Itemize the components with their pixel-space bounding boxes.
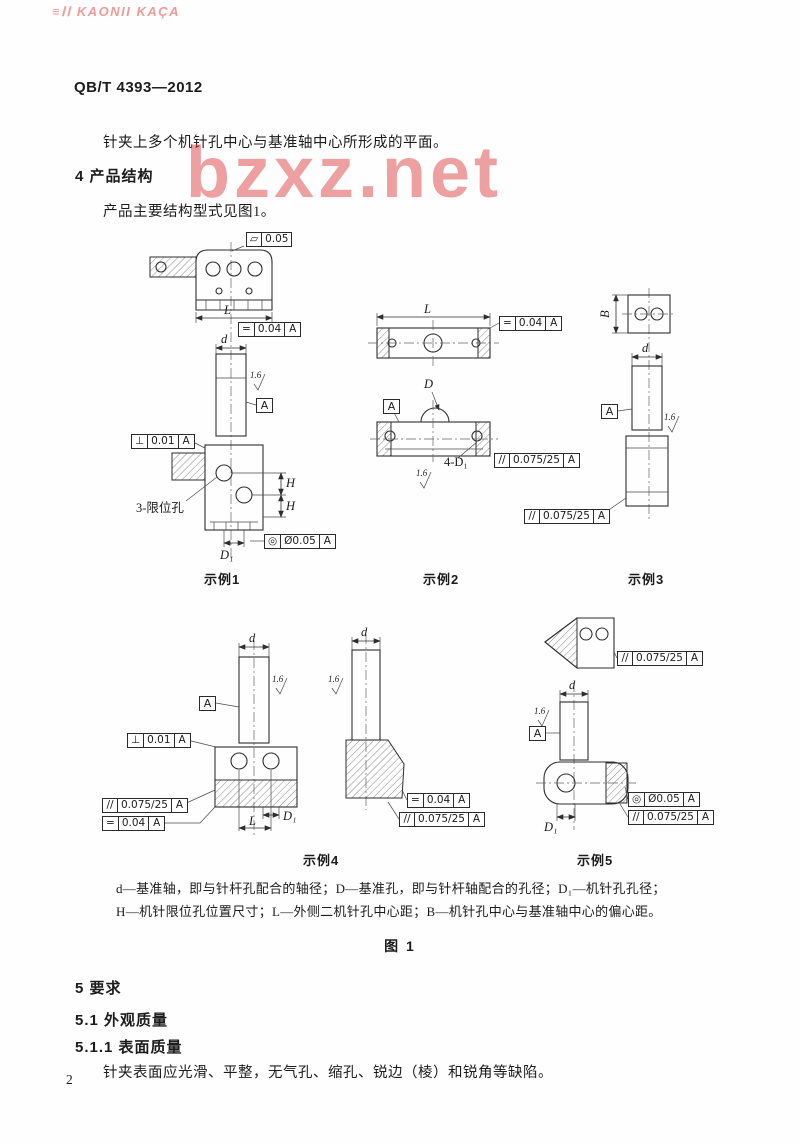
section-5-heading: 5 要求 <box>75 980 122 997</box>
dim-label-D1: D₁ <box>543 820 557 834</box>
example-1-label: 示例1 <box>204 572 241 587</box>
example-5-label: 示例5 <box>577 853 614 868</box>
example-5-drawing: d 1.6 D₁ <box>534 617 636 834</box>
dim-label-H: H <box>285 499 296 513</box>
section-4-heading: 4 产品结构 <box>75 168 154 185</box>
figure-1-drawing: L d 1.6 <box>149 242 680 836</box>
roughness-mark: 1.6 <box>664 412 680 433</box>
dim-label-d: d <box>249 631 256 645</box>
dim-label-H: H <box>285 476 296 490</box>
paragraph-structure: 产品主要结构型式见图1。 <box>103 204 276 220</box>
parallelism-icon: // <box>102 798 118 813</box>
section-5-1-1-heading: 5.1.1 表面质量 <box>75 1039 183 1056</box>
concentricity-icon: ◎ <box>264 534 282 549</box>
roughness-mark: 1.6 <box>416 468 432 489</box>
roughness-mark: 1.6 <box>328 674 344 695</box>
dim-label-D1: D₁ <box>219 548 233 562</box>
dim-label-L: L <box>223 303 231 317</box>
dim-label-D1: D₁ <box>282 809 296 823</box>
parallelism-icon: // <box>628 810 644 825</box>
symmetry-icon: = <box>102 816 119 831</box>
example-2-drawing: L D <box>368 302 500 489</box>
roughness-mark: 1.6 <box>534 706 550 727</box>
label-four-needle-holes: 4-D₁ <box>444 455 468 469</box>
example-1-drawing: L d 1.6 <box>149 242 296 562</box>
figure-caption-line1: d—基准轴，即与针杆孔配合的轴径；D—基准孔，即与针杆轴配合的孔径；D₁—机针孔… <box>116 881 666 896</box>
paragraph-plane: 针夹上多个机针孔中心与基准轴中心所形成的平面。 <box>103 135 448 151</box>
perpendicularity-icon: ⊥ <box>127 733 145 748</box>
paragraph-surface-quality: 针夹表面应光滑、平整，无气孔、缩孔、锐边（棱）和锐角等缺陷。 <box>103 1065 553 1081</box>
dim-label-d: d <box>642 341 649 355</box>
perpendicularity-icon: ⊥ <box>131 434 149 449</box>
dim-label-D: D <box>423 377 433 391</box>
page-number: 2 <box>66 1072 73 1087</box>
standard-code: QB/T 4393—2012 <box>74 79 203 96</box>
svg-text:1.6: 1.6 <box>416 468 428 478</box>
svg-text:1.6: 1.6 <box>664 412 676 422</box>
watermark-small: ≡ⅠⅠ KAONII KAÇA <box>52 4 181 19</box>
parallelism-icon: // <box>494 453 510 468</box>
dim-label-d: d <box>569 678 576 692</box>
example-4-drawing: d 1.6 D₁ L <box>162 625 408 836</box>
dim-label-B: B <box>598 310 612 318</box>
fcf-flatness: ▱0.05 <box>246 232 293 247</box>
roughness-mark: 1.6 <box>272 674 288 695</box>
example-3-label: 示例3 <box>628 572 665 587</box>
dim-label-d: d <box>221 332 228 346</box>
dim-label-L: L <box>248 814 256 828</box>
svg-text:1.6: 1.6 <box>534 706 546 716</box>
symmetry-icon: = <box>407 793 424 808</box>
dim-label-d: d <box>361 625 368 639</box>
figure-1-title: 图 1 <box>384 938 416 954</box>
dim-label-L: L <box>423 302 431 316</box>
svg-text:1.6: 1.6 <box>328 674 340 684</box>
parallelism-icon: // <box>617 651 633 666</box>
parallelism-icon: // <box>524 509 540 524</box>
datum-flag-A: A <box>383 399 400 414</box>
symmetry-icon: = <box>238 322 255 337</box>
section-5-1-heading: 5.1 外观质量 <box>75 1012 169 1029</box>
example-4-label: 示例4 <box>303 853 340 868</box>
datum-flag-A: A <box>199 696 216 711</box>
datum-flag-A: A <box>256 398 273 413</box>
flatness-icon: ▱ <box>246 232 263 247</box>
roughness-mark: 1.6 <box>250 370 266 391</box>
figure-caption-line2: H—机针限位孔位置尺寸；L—外侧二机针孔中心距；B—机针孔中心与基准轴中心的偏心… <box>116 904 662 919</box>
svg-text:1.6: 1.6 <box>272 674 284 684</box>
symmetry-icon: = <box>499 316 516 331</box>
datum-flag-A: A <box>601 404 618 419</box>
concentricity-icon: ◎ <box>628 792 646 807</box>
watermark-large: bzxz.net <box>186 133 503 213</box>
parallelism-icon: // <box>399 812 415 827</box>
datum-flag-A: A <box>529 726 546 741</box>
label-three-limit-holes: 3-限位孔 <box>136 501 184 515</box>
svg-text:1.6: 1.6 <box>250 370 262 380</box>
example-2-label: 示例2 <box>423 572 460 587</box>
